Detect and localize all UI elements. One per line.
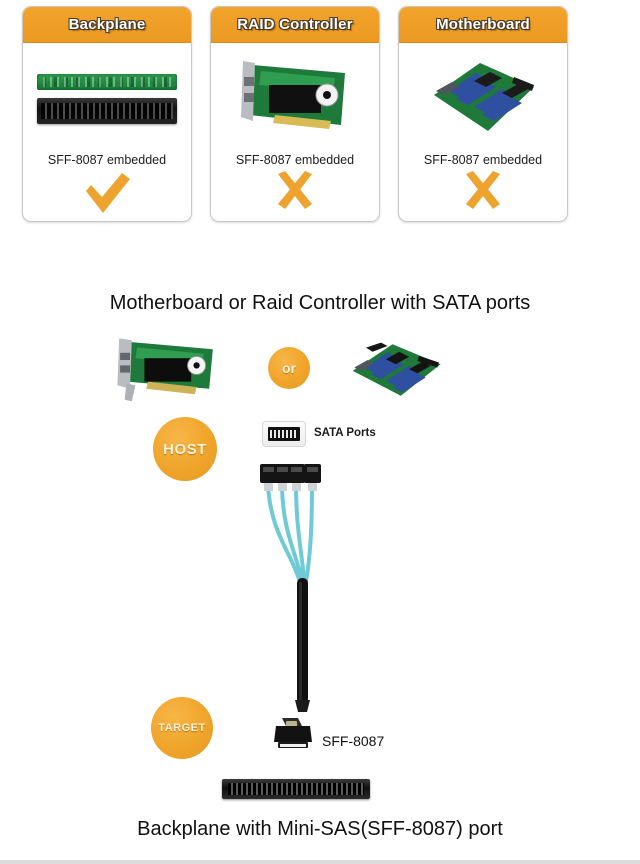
cross-icon <box>211 171 379 215</box>
check-icon <box>23 171 191 215</box>
mini-sas-to-sata-cable-image <box>248 462 358 712</box>
backplane-chassis <box>37 98 177 124</box>
or-badge: or <box>268 347 310 389</box>
raid-controller-image <box>112 333 220 405</box>
card-header-motherboard: Motherboard <box>399 7 567 43</box>
card-title: Backplane <box>68 16 146 33</box>
backplane-image <box>222 779 370 801</box>
sata-port-icon <box>262 421 306 447</box>
sff-8087-label: SFF-8087 <box>322 733 385 749</box>
diagram-heading-top: Motherboard or Raid Controller with SATA… <box>109 292 531 314</box>
card-title: Motherboard <box>436 16 530 33</box>
host-badge: HOST <box>153 417 217 481</box>
diagram-heading-bottom: Backplane with Mini-SAS(SFF-8087) port <box>137 818 503 840</box>
comparison-card-raid-controller: RAID Controller SFF-8087 embedded <box>210 6 380 222</box>
comparison-card-motherboard: Motherboard SFF-8087 embedded <box>398 6 568 222</box>
bottom-divider <box>0 860 640 864</box>
card-title: RAID Controller <box>237 16 353 33</box>
comparison-card-backplane: Backplane SFF-8087 embedded <box>22 6 192 222</box>
backplane-bar <box>222 779 370 799</box>
raid-controller-image <box>211 43 379 151</box>
card-caption: SFF-8087 embedded <box>47 153 167 167</box>
target-badge: TARGET <box>151 697 213 759</box>
cross-icon <box>399 171 567 215</box>
comparison-cards-row: Backplane SFF-8087 embedded RAID Control… <box>22 6 618 226</box>
card-header-raid-controller: RAID Controller <box>211 7 379 43</box>
card-header-backplane: Backplane <box>23 7 191 43</box>
motherboard-image <box>340 336 450 404</box>
sff-8087-connector-image <box>272 718 316 752</box>
card-caption: SFF-8087 embedded <box>235 153 355 167</box>
sata-port-slot <box>268 427 300 441</box>
backplane-pcb-strip <box>37 74 177 90</box>
backplane-image <box>23 43 191 151</box>
motherboard-image <box>399 43 567 151</box>
card-caption: SFF-8087 embedded <box>423 153 543 167</box>
sata-ports-label: SATA Ports <box>314 427 376 439</box>
